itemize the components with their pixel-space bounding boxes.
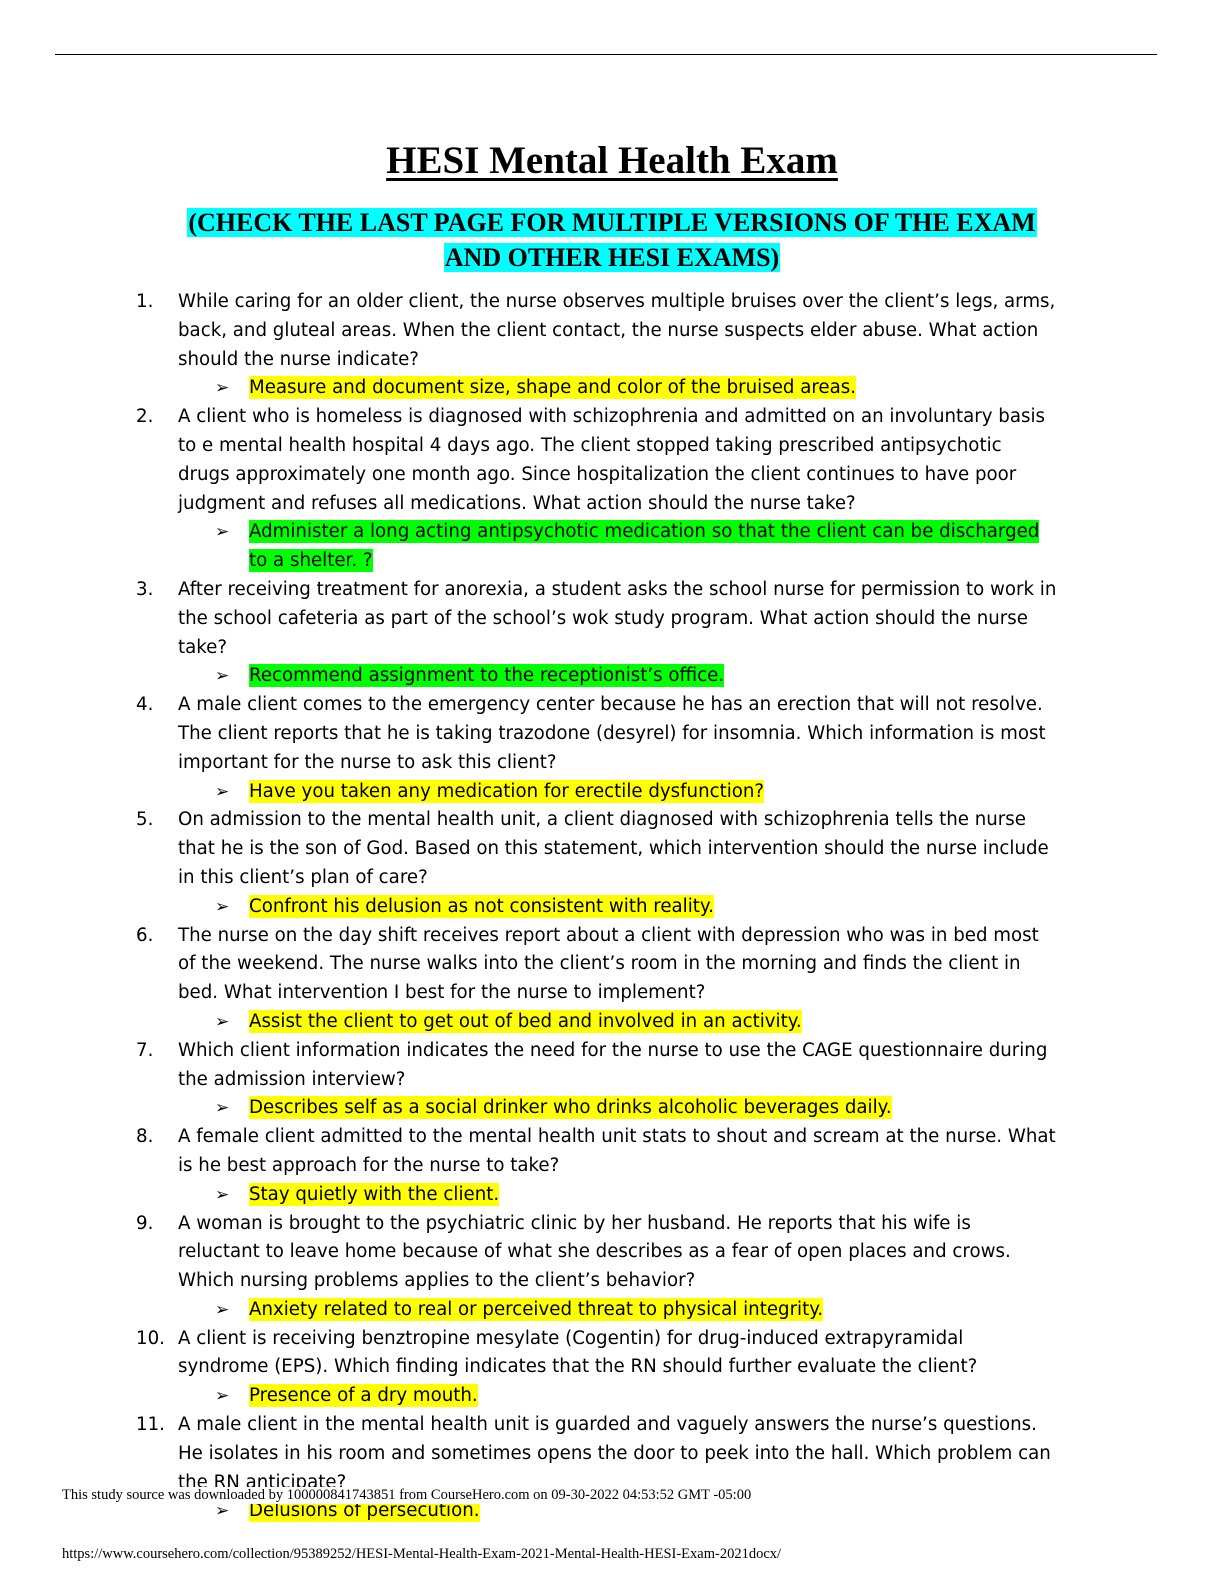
question-text: Which client information indicates the n… (178, 1039, 1048, 1090)
source-url[interactable]: https://www.coursehero.com/collection/95… (62, 1546, 782, 1562)
highlighted-answer: Describes self as a social drinker who d… (249, 1096, 892, 1120)
question-number: 10. (136, 1327, 165, 1349)
question-item: 2. A client who is homeless is diagnosed … (136, 403, 1058, 576)
question-text: A client who is homeless is diagnosed wi… (178, 406, 1045, 514)
answer-line: ➢ Administer a long acting antipsychotic … (178, 518, 1058, 576)
highlighted-answer: Stay quietly with the client. (249, 1182, 500, 1206)
arrow-bullet-icon: ➢ (215, 1299, 230, 1320)
arrow-bullet-icon: ➢ (215, 1098, 230, 1119)
arrow-bullet-icon: ➢ (215, 1501, 230, 1522)
arrow-bullet-icon: ➢ (215, 1184, 230, 1205)
question-text: The nurse on the day shift receives repo… (178, 924, 1039, 1004)
highlighted-answer: Recommend assignment to the receptionist… (249, 664, 725, 688)
answer-line: ➢ Delusions of persecution. (178, 1497, 1058, 1526)
question-item: 5. On admission to the mental health unit… (136, 806, 1058, 922)
page-title: HESI Mental Health Exam (386, 139, 838, 182)
question-text: On admission to the mental health unit, … (178, 809, 1049, 888)
question-item: 8. A female client admitted to the mental… (136, 1123, 1058, 1210)
question-item: 7. Which client information indicates the… (136, 1037, 1058, 1123)
highlighted-answer: Delusions of persecution. (249, 1499, 480, 1523)
arrow-bullet-icon: ➢ (215, 1011, 230, 1032)
arrow-bullet-icon: ➢ (215, 522, 230, 543)
question-item: 10. A client is receiving benztropine mes… (136, 1325, 1058, 1411)
question-number: 5. (136, 809, 154, 831)
question-number: 3. (136, 578, 154, 600)
question-item: 3. After receiving treatment for anorexia… (136, 576, 1058, 691)
answer-line: ➢ Have you taken any medication for erect… (178, 778, 1058, 807)
question-text: A client is receiving benztropine mesyla… (178, 1327, 978, 1378)
question-number: 1. (136, 291, 154, 312)
question-list: 1. While caring for an older client, the … (136, 288, 1058, 1526)
question-item: 6. The nurse on the day shift receives re… (136, 922, 1058, 1037)
highlighted-answer: Measure and document size, shape and col… (249, 376, 857, 400)
question-text: While caring for an older client, the nu… (178, 291, 1056, 370)
question-number: 9. (136, 1212, 154, 1234)
arrow-bullet-icon: ➢ (215, 378, 230, 399)
question-item: 11. A male client in the mental health un… (136, 1411, 1058, 1526)
highlighted-answer: Administer a long acting antipsychotic m… (249, 520, 1040, 573)
banner-line-2: AND OTHER HESI EXAMS) (443, 243, 781, 272)
highlighted-answer: Assist the client to get out of bed and … (249, 1009, 802, 1033)
question-number: 11. (136, 1414, 165, 1436)
highlighted-answer: Have you taken any medication for erecti… (249, 779, 765, 803)
question-number: 4. (136, 694, 154, 716)
answer-line: ➢ Recommend assignment to the receptionis… (178, 662, 1058, 691)
arrow-bullet-icon: ➢ (215, 666, 230, 687)
question-number: 2. (136, 406, 154, 428)
question-text: After receiving treatment for anorexia, … (178, 578, 1057, 658)
question-item: 1. While caring for an older client, the … (136, 288, 1058, 403)
answer-line: ➢ Confront his delusion as not consistent… (178, 893, 1058, 922)
answer-line: ➢ Describes self as a social drinker who … (178, 1094, 1058, 1123)
highlighted-answer: Presence of a dry mouth. (249, 1384, 478, 1408)
question-number: 6. (136, 924, 154, 946)
question-text: A female client admitted to the mental h… (178, 1126, 1056, 1176)
answer-line: ➢ Anxiety related to real or perceived th… (178, 1296, 1058, 1325)
download-source-note: This study source was downloaded by 1000… (62, 1487, 752, 1504)
question-text: A woman is brought to the psychiatric cl… (178, 1212, 1011, 1292)
answer-line: ➢ Presence of a dry mouth. (178, 1382, 1058, 1411)
answer-line: ➢ Measure and document size, shape and co… (178, 374, 1058, 403)
question-item: 4. A male client comes to the emergency c… (136, 691, 1058, 807)
answer-line: ➢ Assist the client to get out of bed and… (178, 1008, 1058, 1037)
question-number: 7. (136, 1039, 154, 1061)
highlighted-answer: Confront his delusion as not consistent … (249, 894, 714, 918)
question-text: A male client comes to the emergency cen… (178, 694, 1046, 773)
header-rule (55, 54, 1157, 55)
answer-line: ➢ Stay quietly with the client. (178, 1181, 1058, 1210)
highlighted-answer: Anxiety related to real or perceived thr… (249, 1297, 824, 1321)
question-number: 8. (136, 1126, 154, 1148)
question-item: 9. A woman is brought to the psychiatric … (136, 1210, 1058, 1325)
arrow-bullet-icon: ➢ (215, 1386, 230, 1407)
banner-line-1: (CHECK THE LAST PAGE FOR MULTIPLE VERSIO… (187, 208, 1037, 237)
question-text: A male client in the mental health unit … (178, 1414, 1051, 1493)
arrow-bullet-icon: ➢ (215, 781, 230, 802)
arrow-bullet-icon: ➢ (215, 896, 230, 917)
exam-versions-banner: (CHECK THE LAST PAGE FOR MULTIPLE VERSIO… (0, 205, 1224, 275)
